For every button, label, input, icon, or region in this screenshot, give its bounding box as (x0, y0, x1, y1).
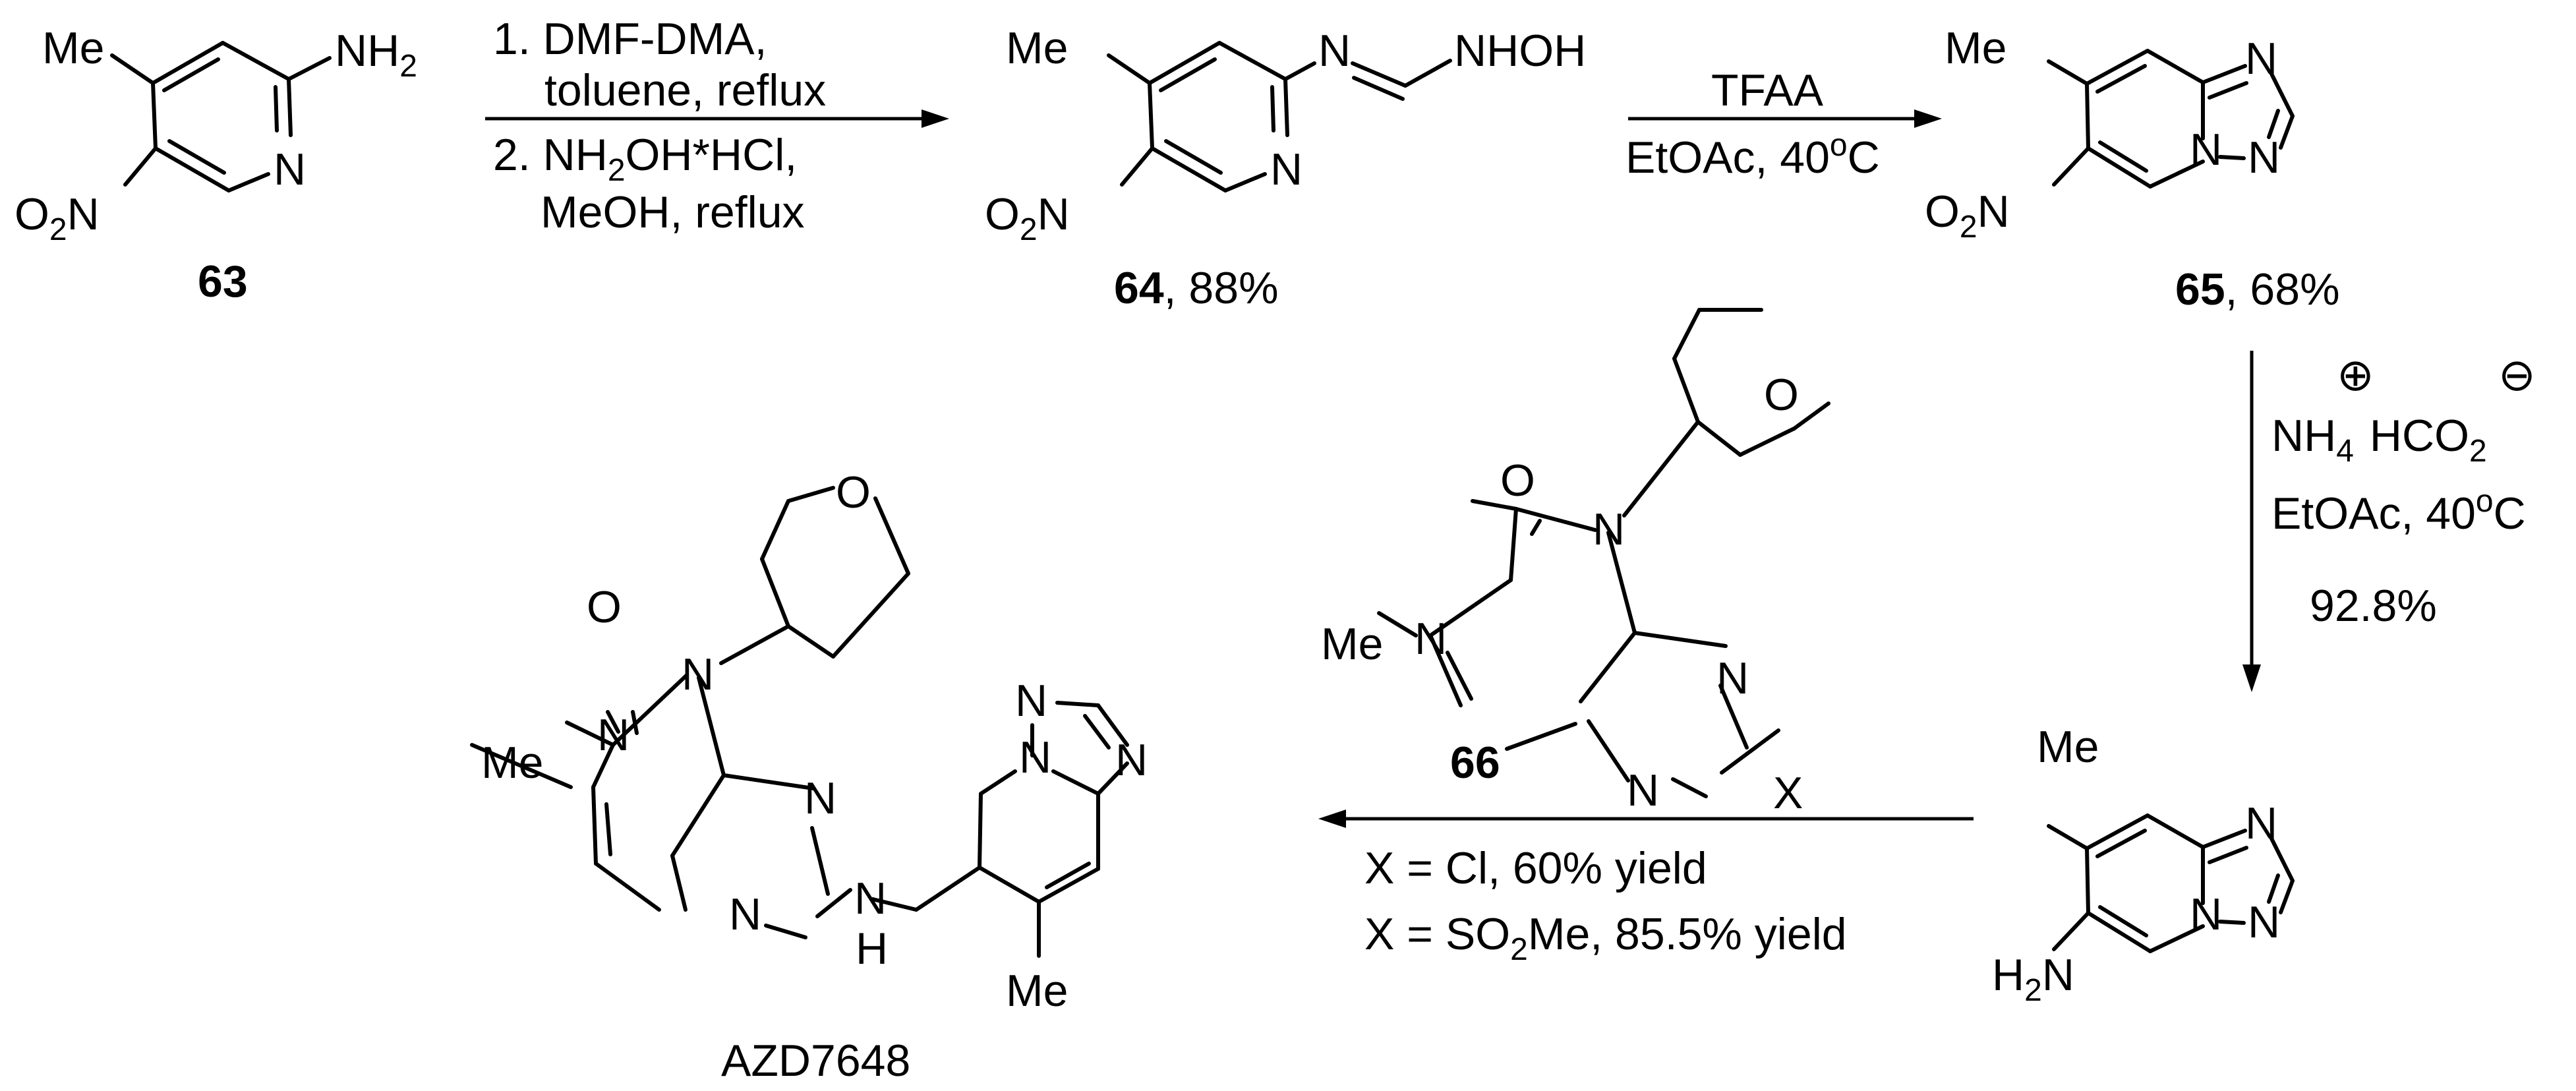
arrow-step-3 (2242, 351, 2261, 692)
compound-66-leaving-group: X (1773, 768, 1803, 818)
arrow-step-2 (1628, 109, 1942, 128)
compound-66-bonds (1377, 308, 1830, 798)
compound-64: Me N N NHOH O2N 64, 88% (985, 23, 1586, 313)
azd7648-n3: N (804, 773, 836, 823)
azd7648-n9: N (682, 649, 714, 699)
step-3-yield: 92.8% (2310, 581, 2437, 631)
compound-azd7648: O O N N Me N N N H N N N Me AZD7648 (470, 467, 1148, 1086)
compound-64-bonds (1107, 41, 1452, 192)
compound-63-amino: NH2 (335, 26, 417, 84)
step-3-anion-charge: ⊖ (2498, 350, 2536, 400)
step-2-reagent: TFAA (1711, 65, 1824, 115)
compound-64-ring-n: N (1270, 144, 1303, 194)
azd7648-amine-h: H (856, 924, 888, 974)
arrow-step-4 (1318, 810, 1974, 828)
azd7648-methyl-2: Me (1006, 966, 1068, 1016)
compound-65-n-top: N (2245, 34, 2277, 84)
compound-amine-nh2: H2N (1992, 950, 2074, 1008)
azd7648-thp-o: O (836, 467, 871, 517)
step-3-solvent: EtOAc, 40oC (2271, 484, 2526, 539)
step-3-cation-charge: ⊕ (2337, 350, 2374, 400)
step-4-line-2: X = SO2Me, 85.5% yield (1364, 909, 1847, 967)
step-2-solvent: EtOAc, 40oC (1625, 128, 1880, 183)
azd7648-bonds (470, 486, 1129, 958)
step-1-line-4: MeOH, reflux (541, 187, 805, 237)
compound-65-label: 65, 68% (2175, 264, 2340, 314)
compound-66-carbonyl-o: O (1500, 456, 1535, 506)
compound-amine-methyl: Me (2037, 722, 2099, 772)
azd7648-n1: N (729, 889, 761, 939)
compound-64-hydroxyamine: NHOH (1454, 26, 1586, 76)
compound-63-nitro: O2N (15, 189, 100, 247)
compound-63: Me N NH2 O2N 63 (15, 23, 417, 307)
step-4-conditions: X = Cl, 60% yield X = SO2Me, 85.5% yield (1364, 843, 1847, 967)
step-1-line-1: 1. DMF-DMA, (493, 14, 767, 64)
compound-65-methyl: Me (1945, 23, 2006, 73)
azd7648-methyl: Me (481, 738, 543, 788)
step-1-conditions: 1. DMF-DMA, toluene, reflux 2. NH2OH*HCl… (493, 14, 826, 237)
azd7648-triazole-n3: N (1115, 735, 1148, 785)
compound-amine: Me N N N H2N (1992, 722, 2295, 1008)
azd7648-label: AZD7648 (721, 1036, 910, 1086)
compound-65-nitro: O2N (1925, 187, 2010, 245)
compound-65-n-bridge: N (2190, 125, 2222, 175)
arrow-step-1 (485, 109, 949, 128)
compound-64-imine-n: N (1318, 26, 1351, 76)
compound-63-label: 63 (198, 256, 248, 307)
compound-amine-n-top: N (2245, 798, 2277, 848)
azd7648-carbonyl-o: O (587, 582, 622, 632)
compound-amine-n-right: N (2248, 897, 2280, 947)
azd7648-n7: N (597, 710, 629, 760)
step-2-conditions: TFAA EtOAc, 40oC (1625, 65, 1880, 183)
azd7648-amine-n: N (854, 873, 887, 924)
compound-65-bonds (2047, 49, 2295, 189)
compound-64-label: 64, 88% (1114, 263, 1279, 313)
compound-63-ring-n: N (274, 144, 306, 194)
compound-65: Me N N N O2N 65, 68% (1925, 23, 2340, 314)
compound-64-methyl: Me (1006, 23, 1068, 73)
compound-63-methyl: Me (42, 23, 104, 73)
compound-66-n3: N (1716, 653, 1749, 703)
step-4-line-1: X = Cl, 60% yield (1364, 843, 1707, 893)
compound-66-label: 66 (1450, 738, 1500, 788)
compound-66-n7: N (1415, 614, 1447, 664)
compound-63-bonds (110, 41, 332, 192)
step-1-line-3: 2. NH2OH*HCl, (493, 130, 797, 188)
azd7648-triazole-n1: N (1015, 676, 1047, 726)
compound-66-thp-o: O (1764, 370, 1799, 420)
compound-66-n1: N (1627, 765, 1659, 815)
compound-66: O O N N Me N N X 66 (1321, 308, 1830, 818)
compound-65-n-right: N (2248, 133, 2280, 183)
compound-amine-n-bridge: N (2190, 889, 2222, 939)
step-1-line-2: toluene, reflux (544, 65, 826, 115)
compound-amine-bonds (2047, 813, 2295, 953)
azd7648-triazole-n2: N (1019, 732, 1051, 782)
compound-64-nitro: O2N (985, 189, 1070, 247)
compound-66-n9: N (1593, 504, 1625, 554)
compound-66-methyl: Me (1321, 619, 1383, 669)
